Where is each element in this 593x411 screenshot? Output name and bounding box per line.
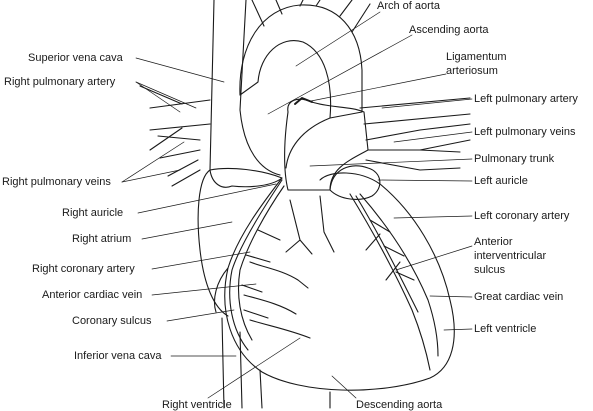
label-left-pulmonary-artery: Left pulmonary artery [474, 93, 578, 105]
label-ascending-aorta: Ascending aorta [409, 24, 489, 36]
label-left-coronary-artery: Left coronary artery [474, 210, 570, 222]
label-left-auricle: Left auricle [474, 175, 528, 187]
great-cardiac-vein-vessel [359, 193, 439, 357]
label-pulmonary-trunk: Pulmonary trunk [474, 153, 555, 165]
right-atrium-shape [197, 169, 229, 317]
right-auricle-shape [209, 167, 283, 188]
label-great-cardiac-vein: Great cardiac vein [474, 291, 564, 303]
label-superior-vena-cava: Superior vena cava [28, 52, 123, 64]
label-ligamentum-line1: Ligamentum [446, 51, 507, 63]
label-anterior-cardiac-vein: Anterior cardiac vein [42, 289, 143, 301]
label-anterior-iv-line1: Anterior [474, 236, 513, 248]
label-left-ventricle: Left ventricle [474, 323, 537, 335]
anterior-interventricular-vessel [349, 193, 431, 371]
right-pulmonary-artery-vessel [139, 85, 211, 151]
label-coronary-sulcus: Coronary sulcus [72, 315, 152, 327]
label-right-pulmonary-veins: Right pulmonary veins [2, 176, 111, 188]
right-coronary-artery-vessel [237, 185, 285, 341]
left-pulmonary-artery-vessel [359, 97, 471, 125]
inferior-vena-cava-vessel [221, 317, 243, 409]
label-left-pulmonary-veins: Left pulmonary veins [474, 126, 576, 138]
label-descending-aorta: Descending aorta [356, 399, 443, 411]
label-right-pulmonary-artery: Right pulmonary artery [4, 76, 116, 88]
label-right-coronary-artery: Right coronary artery [32, 263, 135, 275]
label-ligamentum-line2: arteriosum [446, 65, 498, 77]
ventricle-surface-vessels [285, 195, 335, 255]
right-pulmonary-veins-vessels [157, 135, 201, 187]
coronary-sulcus-line [229, 179, 283, 351]
label-right-auricle: Right auricle [62, 207, 124, 219]
label-anterior-iv-line2: interventricular [474, 250, 547, 262]
ligamentum-arteriosum-mark [294, 97, 313, 105]
left-pulmonary-veins-vessels [365, 123, 471, 171]
left-coronary-branches [365, 219, 415, 281]
label-right-atrium: Right atrium [72, 233, 132, 245]
superior-vena-cava [209, 0, 247, 171]
label-right-ventricle: Right ventricle [162, 399, 232, 411]
label-inferior-vena-cava: Inferior vena cava [74, 350, 162, 362]
label-arch-of-aorta: Arch of aorta [377, 0, 440, 12]
descending-aorta-vessel [259, 369, 331, 409]
brachiocephalic-trunk [251, 0, 283, 27]
leader-lines [121, 11, 473, 399]
aortic-arch [239, 4, 363, 119]
left-subclavian [339, 0, 371, 33]
left-common-carotid [299, 0, 321, 7]
left-auricle-shape [329, 165, 381, 200]
right-heart-border [213, 267, 229, 313]
anterior-cardiac-vein-vessels [243, 261, 311, 339]
ascending-aorta [239, 109, 331, 176]
label-anterior-iv-line3: sulcus [474, 264, 506, 276]
